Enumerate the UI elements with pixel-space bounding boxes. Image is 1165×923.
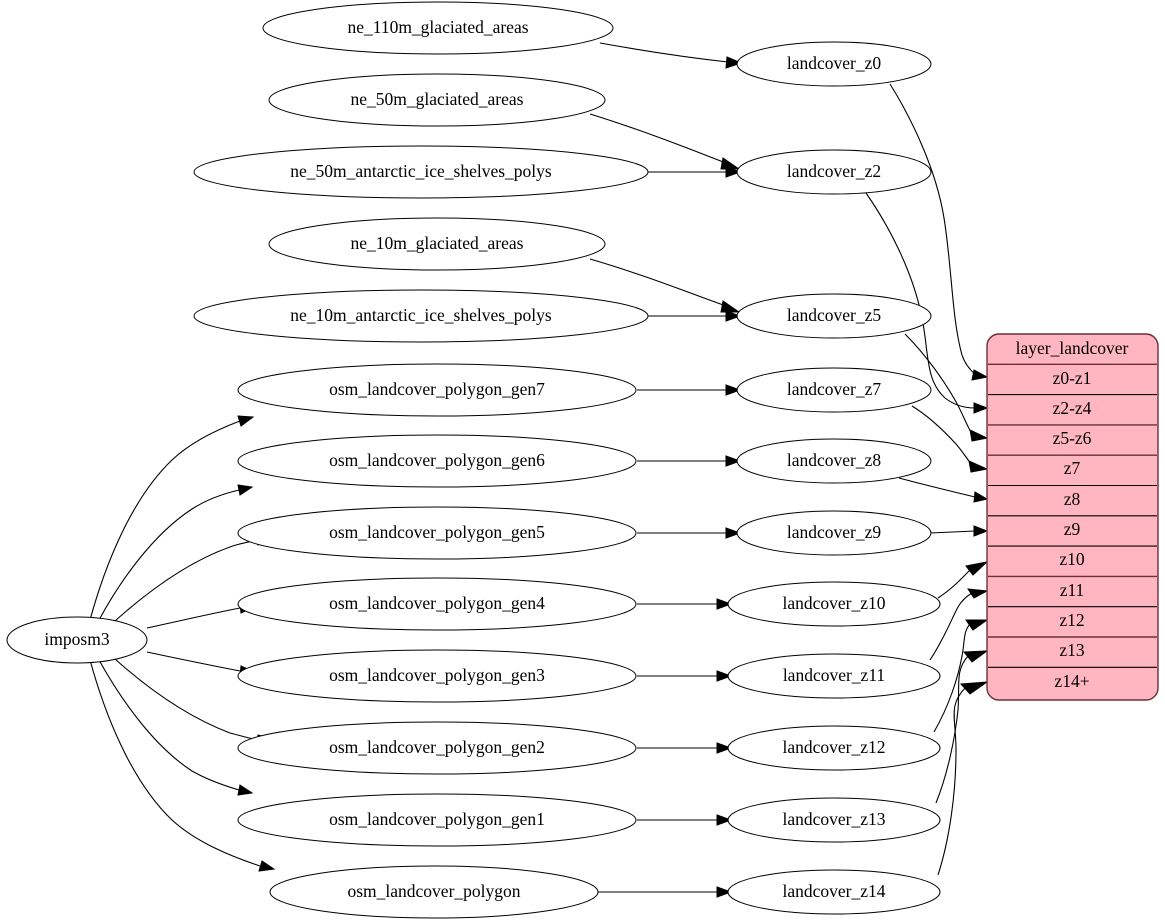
- node-landcover_z11[interactable]: landcover_z11: [727, 653, 941, 699]
- node-label: osm_landcover_polygon_gen6: [329, 450, 545, 470]
- edge-imposm3-to-gen6: [98, 484, 254, 621]
- osm-tables-group: osm_landcover_polygon_gen7 osm_landcover…: [237, 363, 637, 919]
- node-label: osm_landcover_polygon_gen2: [329, 737, 545, 757]
- node-label: osm_landcover_polygon_gen3: [329, 665, 545, 685]
- edge-z11-to-row-z11: [929, 588, 989, 661]
- edge-gen3-to-z11: [637, 670, 733, 682]
- table-row-z13: z13: [1059, 640, 1085, 660]
- node-label: landcover_z7: [787, 379, 882, 399]
- edge-z0-to-row-z0z1: [889, 83, 989, 381]
- edge-ne50m-antarctic-to-z2: [648, 166, 742, 178]
- table-row-z0-z1: z0-z1: [1053, 368, 1092, 388]
- node-label: landcover_z5: [787, 305, 882, 325]
- edge-gen2-to-z12: [637, 742, 733, 754]
- node-label: landcover_z0: [787, 53, 882, 73]
- edge-ne10m-glaciated-to-z5: [589, 258, 741, 313]
- edge-imposm3-to-polygon: [89, 659, 276, 872]
- node-label: osm_landcover_polygon: [347, 881, 520, 901]
- edge-z9-to-row-z9: [929, 525, 989, 537]
- edge-polygon-to-z14: [598, 886, 733, 898]
- landcover-zoom-group: landcover_z0 landcover_z2 landcover_z5 l…: [727, 41, 941, 915]
- edge-gen6-to-z8: [637, 455, 742, 467]
- node-ne_10m_antarctic_ice_shelves_polys[interactable]: ne_10m_antarctic_ice_shelves_polys: [193, 289, 649, 343]
- node-osm_landcover_polygon_gen5[interactable]: osm_landcover_polygon_gen5: [237, 506, 637, 560]
- edge-imposm3-to-gen4: [146, 602, 256, 629]
- node-label: ne_10m_antarctic_ice_shelves_polys: [290, 305, 552, 325]
- node-osm_landcover_polygon_gen6[interactable]: osm_landcover_polygon_gen6: [237, 434, 637, 488]
- edge-imposm3-to-gen1: [98, 659, 254, 796]
- node-label: ne_50m_glaciated_areas: [351, 89, 524, 109]
- node-landcover_z5[interactable]: landcover_z5: [736, 293, 932, 339]
- edge-z2-to-row-z2z4: [865, 192, 989, 414]
- node-landcover_z12[interactable]: landcover_z12: [727, 725, 941, 771]
- edge-z10-to-row-z10: [937, 561, 989, 599]
- node-landcover_z7[interactable]: landcover_z7: [736, 367, 932, 413]
- edge-gen4-to-z10: [637, 598, 733, 610]
- node-label: osm_landcover_polygon_gen7: [329, 379, 545, 399]
- node-label: ne_110m_glaciated_areas: [347, 17, 528, 37]
- edge-z7-to-row-z7: [911, 405, 989, 473]
- node-osm_landcover_polygon[interactable]: osm_landcover_polygon: [269, 865, 599, 919]
- node-label: landcover_z9: [787, 522, 882, 542]
- node-label: imposm3: [44, 629, 109, 649]
- node-landcover_z10[interactable]: landcover_z10: [727, 581, 941, 627]
- node-osm_landcover_polygon_gen2[interactable]: osm_landcover_polygon_gen2: [237, 721, 637, 775]
- edge-z13-to-row-z13: [935, 650, 989, 804]
- table-row-z7: z7: [1064, 458, 1081, 478]
- node-label: osm_landcover_polygon_gen5: [329, 522, 545, 542]
- node-label: landcover_z12: [782, 737, 885, 757]
- node-landcover_z14[interactable]: landcover_z14: [727, 869, 941, 915]
- edge-z8-to-row-z8: [898, 477, 989, 503]
- node-label: landcover_z10: [782, 593, 885, 613]
- edge-gen1-to-z13: [637, 814, 733, 826]
- node-ne_50m_antarctic_ice_shelves_polys[interactable]: ne_50m_antarctic_ice_shelves_polys: [193, 145, 649, 199]
- node-landcover_z8[interactable]: landcover_z8: [736, 438, 932, 484]
- table-header-label: layer_landcover: [1016, 338, 1129, 358]
- node-osm_landcover_polygon_gen1[interactable]: osm_landcover_polygon_gen1: [237, 793, 637, 847]
- node-ne_10m_glaciated_areas[interactable]: ne_10m_glaciated_areas: [268, 217, 606, 271]
- table-row-z8: z8: [1064, 489, 1081, 509]
- node-label: ne_10m_glaciated_areas: [351, 233, 524, 253]
- node-label: landcover_z11: [783, 665, 885, 685]
- node-label: landcover_z14: [782, 881, 885, 901]
- node-label: landcover_z2: [787, 161, 881, 181]
- node-label: ne_50m_antarctic_ice_shelves_polys: [290, 161, 552, 181]
- node-ne_50m_glaciated_areas[interactable]: ne_50m_glaciated_areas: [268, 73, 606, 127]
- node-landcover_z9[interactable]: landcover_z9: [736, 510, 932, 556]
- edge-ne10m-antarctic-to-z5: [648, 310, 742, 322]
- edges-layer: [89, 42, 989, 898]
- node-label: osm_landcover_polygon_gen4: [329, 593, 545, 613]
- natural-earth-sources-group: ne_110m_glaciated_areas ne_50m_glaciated…: [193, 1, 649, 343]
- edge-gen7-to-z7: [637, 384, 742, 396]
- node-landcover_z2[interactable]: landcover_z2: [736, 149, 932, 195]
- edge-imposm3-to-gen7: [89, 415, 255, 621]
- node-label: osm_landcover_polygon_gen1: [329, 809, 545, 829]
- node-label: landcover_z13: [782, 809, 885, 829]
- edge-z14-to-row-z14plus: [937, 681, 989, 876]
- edge-z5-to-row-z5z6: [904, 333, 989, 442]
- node-ne_110m_glaciated_areas[interactable]: ne_110m_glaciated_areas: [262, 1, 614, 55]
- node-osm_landcover_polygon_gen3[interactable]: osm_landcover_polygon_gen3: [237, 649, 637, 703]
- node-landcover_z13[interactable]: landcover_z13: [727, 797, 941, 843]
- edge-gen5-to-z9: [637, 527, 742, 539]
- layer-landcover-table[interactable]: layer_landcover z0-z1 z2-z4 z5-z6 z7 z8 …: [986, 333, 1159, 701]
- edge-ne50m-glaciated-to-z2: [589, 113, 741, 170]
- table-row-z10: z10: [1059, 549, 1085, 569]
- table-row-z5-z6: z5-z6: [1053, 428, 1092, 448]
- node-label: landcover_z8: [787, 450, 882, 470]
- edge-z12-to-row-z12: [933, 619, 989, 733]
- node-imposm3[interactable]: imposm3: [6, 616, 148, 664]
- edge-imposm3-to-gen3: [146, 651, 256, 677]
- table-row-z2-z4: z2-z4: [1053, 398, 1092, 418]
- table-row-z14plus: z14+: [1054, 671, 1089, 691]
- edge-ne110m-to-z0: [599, 42, 743, 69]
- node-osm_landcover_polygon_gen4[interactable]: osm_landcover_polygon_gen4: [237, 577, 637, 631]
- table-row-z12: z12: [1059, 610, 1084, 630]
- table-row-z11: z11: [1060, 580, 1085, 600]
- table-row-z9: z9: [1064, 519, 1081, 539]
- node-osm_landcover_polygon_gen7[interactable]: osm_landcover_polygon_gen7: [237, 363, 637, 417]
- node-landcover_z0[interactable]: landcover_z0: [736, 41, 932, 87]
